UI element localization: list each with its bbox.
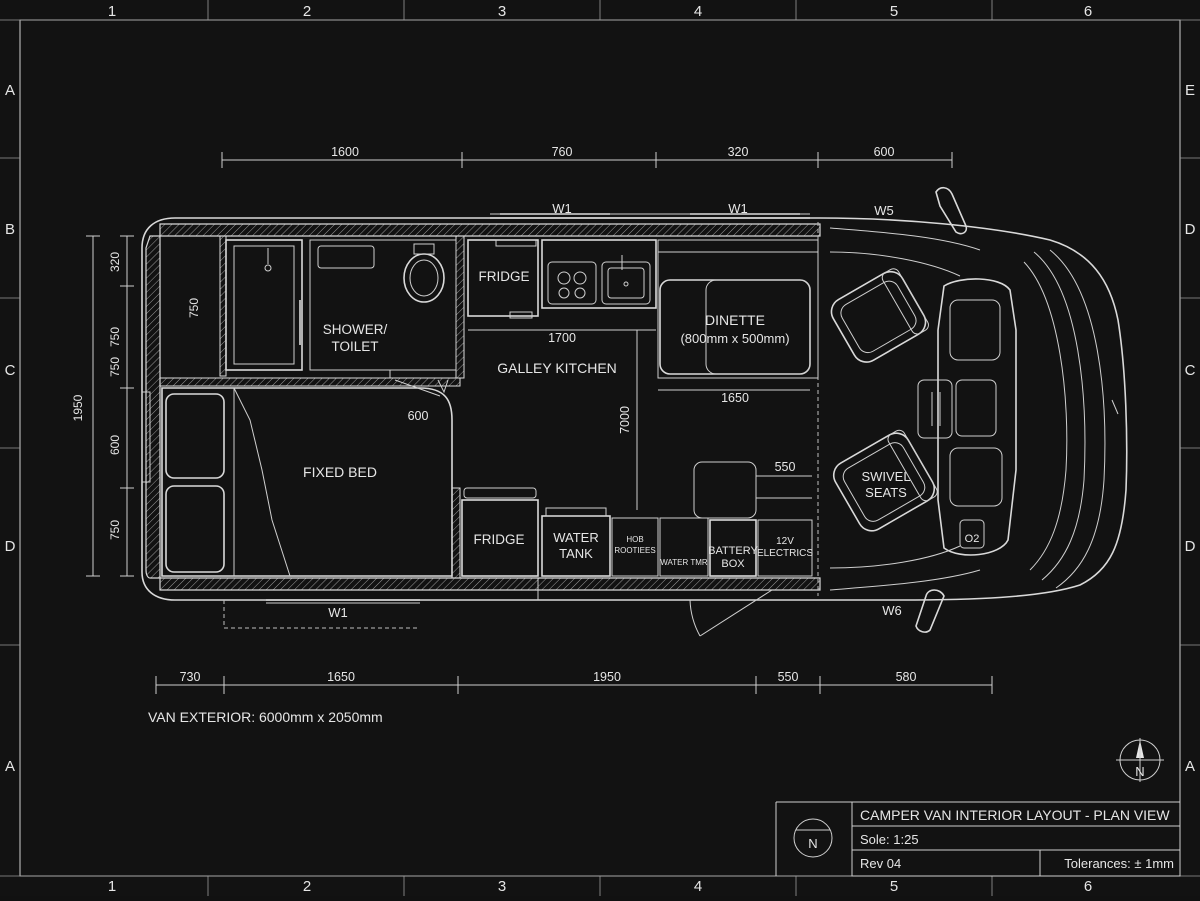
dim-top-1600: 1600 (331, 145, 359, 159)
title-block-north: N (808, 836, 817, 851)
shower-toilet-room: SHOWER/ TOILET (225, 239, 457, 378)
north-arrow-letter: N (1135, 764, 1144, 779)
cab-area: SWIVEL SEATS O2 (829, 186, 1119, 633)
swivel-seat-bottom (832, 429, 938, 532)
window-front-bottom: W6 (882, 603, 902, 618)
dim-left-750-b: 750 (108, 357, 122, 377)
grid-col-4-bottom: 4 (694, 878, 702, 895)
window-bottom-rear: W1 (328, 605, 348, 620)
dim-dinette-1650: 1650 (721, 391, 749, 405)
grid-row-right-5: A (1185, 758, 1195, 775)
grid-col-6-bottom: 6 (1084, 878, 1092, 895)
dim-top-600: 600 (874, 145, 895, 159)
fridge-top-unit: FRIDGE (467, 239, 539, 319)
dim-locker-750: 750 (187, 298, 201, 318)
dim-top-320: 320 (728, 145, 749, 159)
water-tank-label-line-2: TANK (559, 546, 593, 561)
dim-bottom-1950: 1950 (593, 670, 621, 684)
dim-bottom-550: 550 (778, 670, 799, 684)
galley-label: GALLEY KITCHEN (497, 360, 617, 376)
van-body (141, 213, 1128, 629)
bottom-units: FRIDGE WATER TANK HOB ROOTIEES WATER TMR… (461, 460, 813, 637)
top-dimension-chain: 1600 760 320 600 (221, 145, 953, 168)
grid-col-4: 4 (694, 3, 702, 20)
fridge-top-label: FRIDGE (478, 269, 529, 284)
dim-bottom-1650: 1650 (327, 670, 355, 684)
dim-galley-600: 600 (408, 409, 429, 423)
grid-col-3-bottom: 3 (498, 878, 506, 895)
galley-counter: 1700 GALLEY KITCHEN (468, 239, 657, 376)
window-labels: W1 W1 W5 W1 W6 (328, 201, 902, 620)
grid-row-left-1: A (5, 82, 15, 99)
swivel-seats-label-line-2: SEATS (865, 485, 907, 500)
dim-galley-1700: 1700 (548, 331, 576, 345)
fixed-bed-label: FIXED BED (303, 464, 377, 480)
grid-row-left-5: A (5, 758, 15, 775)
battery-label-line-1: BATTERY (708, 545, 758, 557)
grid-row-right-3: C (1185, 362, 1196, 379)
bottom-dimension-chain: 730 1650 1950 550 580 (155, 670, 993, 694)
window-front-top: W5 (874, 203, 894, 218)
drawing-revision: Rev 04 (860, 856, 901, 871)
dim-left-750-c: 750 (108, 520, 122, 540)
dim-left-320: 320 (108, 252, 122, 272)
grid-row-right-1: E (1185, 82, 1195, 99)
dim-aisle-7000: 7000 (618, 406, 632, 434)
dim-cabinet-550: 550 (775, 460, 796, 474)
electrics-label-line-2: ELECTRICS (757, 548, 813, 559)
dash-label: O2 (965, 533, 980, 545)
drawing-tolerances: Tolerances: ± 1mm (1064, 856, 1174, 871)
grid-col-5: 5 (890, 3, 898, 20)
drawing-title: CAMPER VAN INTERIOR LAYOUT - PLAN VIEW (860, 807, 1170, 823)
grid-column-labels-bottom: 1 2 3 4 5 6 (108, 878, 1092, 895)
left-dimension-chain: 1950 320 750 750 600 750 750 (71, 235, 201, 577)
battery-label-line-2: BOX (721, 558, 745, 570)
electrics-label-line-1: 12V (776, 536, 794, 547)
north-arrow: N (1116, 738, 1164, 782)
swivel-seats-label-line-1: SWIVEL (861, 469, 910, 484)
grid-row-labels-right: E D C D A (1185, 82, 1196, 775)
dim-bottom-580: 580 (896, 670, 917, 684)
grid-row-right-2: D (1185, 221, 1196, 238)
shower-label-line-1: SHOWER/ (323, 322, 388, 337)
shower-label-line-2: TOILET (331, 339, 378, 354)
dim-left-overall: 1950 (71, 394, 85, 421)
dim-left-600: 600 (108, 435, 122, 455)
grid-row-left-4: D (5, 538, 16, 555)
grid-col-1: 1 (108, 3, 116, 20)
grid-row-labels-left: A B C D A (5, 82, 16, 775)
dinette-area: DINETTE (800mm x 500mm) 1650 (657, 239, 819, 405)
window-top-2: W1 (728, 201, 748, 216)
grid-row-right-4: D (1185, 538, 1196, 555)
grid-col-2: 2 (303, 3, 311, 20)
grid-col-5-bottom: 5 (890, 878, 898, 895)
window-top-1: W1 (552, 201, 572, 216)
grid-row-left-2: B (5, 221, 15, 238)
grid-column-labels-top: 1 2 3 4 5 6 (108, 3, 1092, 20)
fridge-bottom-label: FRIDGE (473, 532, 524, 547)
swivel-seat-top (830, 268, 929, 363)
title-block: N CAMPER VAN INTERIOR LAYOUT - PLAN VIEW… (775, 801, 1181, 877)
hob-label-line-2: ROOTIEES (614, 546, 655, 555)
drawing-scale: Sole: 1:25 (860, 832, 919, 847)
hob-label-line-1: HOB (626, 535, 643, 544)
dinette-label-line-2: (800mm x 500mm) (680, 331, 789, 346)
grid-col-2-bottom: 2 (303, 878, 311, 895)
water-tmr-label: WATER TMR (660, 558, 708, 567)
dinette-label-line-1: DINETTE (705, 312, 765, 328)
grid-col-3: 3 (498, 3, 506, 20)
dim-top-760: 760 (552, 145, 573, 159)
exterior-note: VAN EXTERIOR: 6000mm x 2050mm (148, 709, 383, 725)
grid-col-1-bottom: 1 (108, 878, 116, 895)
grid-row-left-3: C (5, 362, 16, 379)
aisle-dimension: 7000 (618, 330, 638, 510)
water-tank-label-line-1: WATER (553, 530, 599, 545)
dim-bottom-730: 730 (180, 670, 201, 684)
grid-col-6: 6 (1084, 3, 1092, 20)
fixed-bed: 600 FIXED BED (141, 379, 453, 577)
dim-left-750-a: 750 (108, 327, 122, 347)
